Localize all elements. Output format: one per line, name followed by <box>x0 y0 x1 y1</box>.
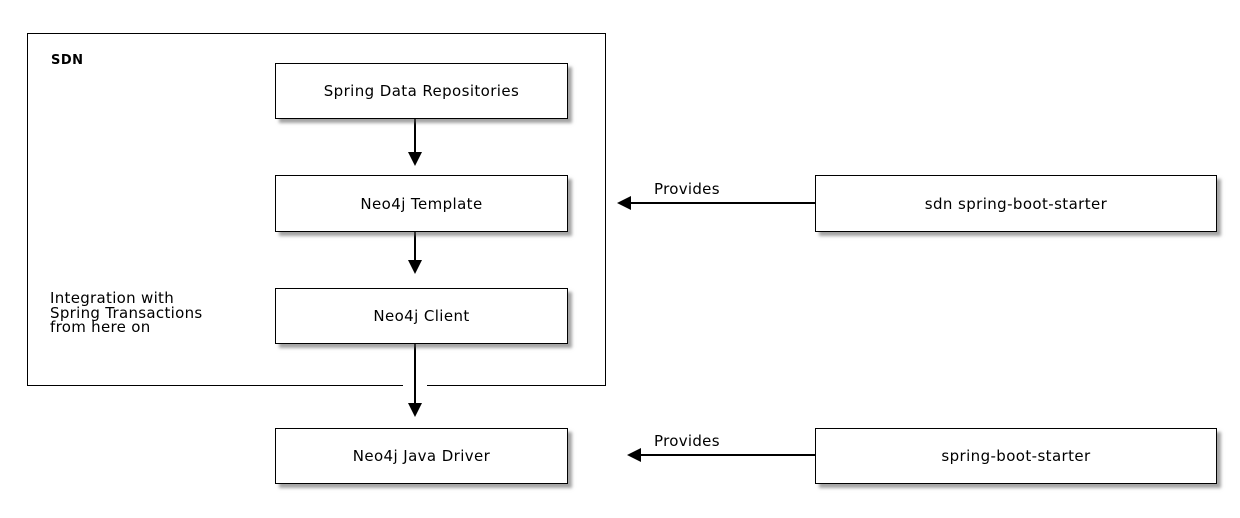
arrowhead-down-icon <box>408 152 422 166</box>
arrow-boot-starter-provides <box>640 454 815 456</box>
arrowhead-left-icon <box>627 448 641 462</box>
note-line: Spring Transactions <box>50 303 203 322</box>
sdn-container <box>27 33 606 386</box>
node-label: sdn spring-boot-starter <box>924 194 1108 213</box>
provides-label-bottom: Provides <box>654 432 720 450</box>
node-label: Neo4j Client <box>373 307 470 325</box>
node-neo4j-client: Neo4j Client <box>275 288 568 344</box>
node-sdn-spring-boot-starter: sdn spring-boot-starter <box>815 175 1217 232</box>
node-neo4j-java-driver: Neo4j Java Driver <box>275 428 568 484</box>
arrowhead-down-icon <box>408 260 422 274</box>
arrow-repositories-to-template <box>414 118 416 154</box>
note-line: Integration with <box>50 289 175 307</box>
arrow-client-to-driver <box>414 342 416 405</box>
arrow-sdn-starter-provides <box>630 202 815 204</box>
node-label: Neo4j Java Driver <box>352 447 491 465</box>
node-neo4j-template: Neo4j Template <box>275 175 568 232</box>
node-label: spring-boot-starter <box>941 447 1091 465</box>
arrow-template-to-client <box>414 230 416 262</box>
provides-label-top: Provides <box>654 180 720 198</box>
arrowhead-left-icon <box>617 196 631 210</box>
arrowhead-down-icon <box>408 403 422 417</box>
node-spring-boot-starter: spring-boot-starter <box>815 428 1217 484</box>
note-line: from here on <box>50 318 151 336</box>
node-label: Neo4j Template <box>360 194 483 213</box>
note-integration-with-spring-transactions: Integration with Spring Transactions fro… <box>50 291 203 335</box>
node-spring-data-repositories: Spring Data Repositories <box>275 63 568 119</box>
node-label: Spring Data Repositories <box>323 82 520 100</box>
sdn-container-label: SDN <box>51 53 84 68</box>
